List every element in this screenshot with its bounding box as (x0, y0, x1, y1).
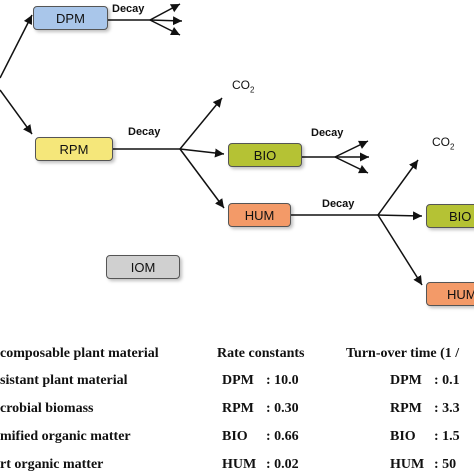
legend-turn-value: : 3.3 (434, 401, 460, 416)
dpm-fork-arrow-3 (149, 19, 181, 36)
hum-pool-box-2: HUM (426, 282, 474, 306)
rpm-pool-box: RPM (35, 137, 113, 161)
legend-rate-value: : 0.30 (266, 401, 299, 416)
hum-pool-box: HUM (228, 203, 291, 227)
legend-header-rate: Rate constants (217, 346, 305, 361)
legend-row-name: rt organic matter (0, 457, 104, 472)
dpm-pool-box: DPM (33, 6, 108, 30)
legend-turn-value: : 50 (434, 457, 457, 472)
co2-label-hum: CO2 (432, 135, 455, 152)
bio-fork-arrow-1 (334, 140, 369, 158)
legend-turn-value: : 1.5 (434, 429, 460, 444)
dpm-fork-arrow-1 (149, 3, 181, 21)
hum-bio-arrow (377, 211, 423, 221)
dpm-pool-label: DPM (56, 10, 85, 26)
legend-turn-pool: DPM (390, 373, 422, 388)
legend-turn-value: : 0.1 (434, 373, 460, 388)
legend-row-name: mified organic matter (0, 429, 131, 444)
decay-label-dpm: Decay (112, 3, 145, 15)
iom-pool-label: IOM (130, 259, 156, 275)
input-arrow-dpm (0, 14, 33, 79)
rpm-pool-label: RPM (59, 141, 89, 157)
hum-pool-label-2: HUM (447, 286, 474, 302)
legend-turn-pool: RPM (390, 401, 422, 416)
legend-rate-value: : 0.02 (266, 457, 299, 472)
iom-pool-box: IOM (106, 255, 180, 279)
co2-label-rpm: CO2 (232, 78, 255, 95)
dpm-fork-arrow-2 (149, 16, 183, 26)
legend-rate-value: : 10.0 (266, 373, 299, 388)
legend-header-pools: composable plant material (0, 346, 159, 361)
rpm-hum-arrow (179, 148, 225, 209)
input-arrow-rpm (0, 89, 33, 135)
bio-pool-box-2: BIO (426, 204, 474, 228)
legend-rate-pool: HUM (222, 457, 257, 472)
hum-hum-arrow (377, 214, 423, 286)
bio-fork-arrow-3 (334, 156, 369, 174)
bio-pool-label-2: BIO (449, 208, 472, 224)
legend-turn-pool: BIO (390, 429, 416, 444)
legend-header-turnover: Turn-over time (1 / (346, 346, 460, 361)
legend-rate-pool: BIO (222, 429, 248, 444)
legend-rate-value: : 0.66 (266, 429, 299, 444)
decay-label-hum: Decay (322, 198, 355, 210)
hum-pool-label: HUM (244, 207, 275, 223)
rpm-bio-arrow (179, 148, 225, 158)
flow-diagram (0, 3, 423, 286)
rpm-co2-arrow (179, 97, 223, 150)
legend-turn-pool: HUM (390, 457, 425, 472)
bio-pool-box: BIO (228, 143, 302, 167)
legend-row-name: sistant plant material (0, 373, 128, 388)
bio-pool-label: BIO (253, 147, 277, 163)
decay-label-rpm: Decay (128, 126, 161, 138)
legend-rate-pool: DPM (222, 373, 254, 388)
legend-table: composable plant material Rate constants… (0, 340, 474, 474)
decay-label-bio: Decay (311, 127, 344, 139)
legend-rate-pool: RPM (222, 401, 254, 416)
legend-row-name: crobial biomass (0, 401, 94, 416)
hum-co2-arrow (377, 159, 419, 216)
